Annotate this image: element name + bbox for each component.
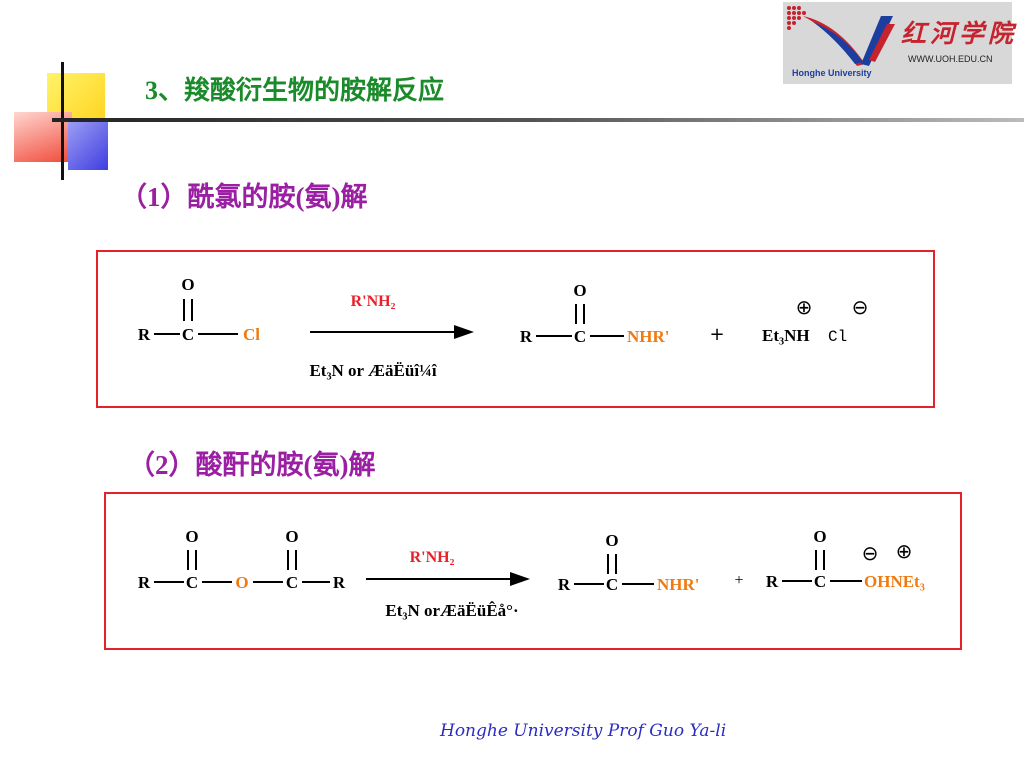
- reaction-1-box: O R C Cl R'NH₂ Et₃N or ÆäËüî¼î O R C NHR…: [96, 250, 935, 408]
- r1-reagent-below: Et₃N or ÆäËüî¼î: [309, 361, 437, 380]
- logo-red-wing: [869, 24, 895, 62]
- r2-arrow-head: [510, 572, 530, 586]
- r2-salt-ohnet3: OHNEt₃: [864, 572, 925, 591]
- r2-reactant-c2: C: [286, 573, 298, 592]
- footer-credit: Honghe University Prof Guo Ya-li: [440, 721, 727, 741]
- reaction-1-scheme: O R C Cl R'NH₂ Et₃N or ÆäËüî¼î O R C NHR…: [138, 275, 869, 380]
- r2-plus: +: [734, 572, 743, 589]
- r2-reactant-r1: R: [138, 573, 151, 592]
- reaction-2-scheme: O O R C O C R R'NH₂ Et₃N orÆäËüÊå°· O R …: [138, 527, 925, 620]
- r2-product-o: O: [605, 531, 618, 550]
- r1-positive-charge: ⊕: [796, 295, 813, 319]
- r1-salt-anion: Cl: [828, 328, 847, 346]
- r1-salt-cation: Et₃NH: [762, 326, 810, 345]
- r1-negative-charge: ⊖: [852, 295, 869, 319]
- r2-product-r: R: [558, 575, 571, 594]
- logo-emblem: [787, 6, 895, 66]
- r1-plus: +: [709, 324, 724, 345]
- section-1-heading: （1）酰氯的胺(氨)解: [120, 182, 368, 212]
- r2-reactant-o2: O: [285, 527, 298, 546]
- logo-blue-wing: [861, 16, 893, 66]
- section-2-heading: （2）酸酐的胺(氨)解: [128, 450, 376, 480]
- title-underline: [52, 118, 1024, 122]
- logo-chinese-name: 红河学院: [901, 21, 1018, 48]
- r1-product-o: O: [573, 281, 586, 300]
- logo-dots: [787, 6, 806, 30]
- r2-salt-o: O: [813, 527, 826, 546]
- slide-title: 3、羧酸衍生物的胺解反应: [145, 76, 445, 105]
- r2-positive-charge: ⊕: [896, 539, 913, 563]
- r1-reactant-c: C: [182, 325, 194, 344]
- r1-reactant-r: R: [138, 325, 151, 344]
- r2-negative-charge: ⊖: [862, 541, 879, 565]
- r1-product-c: C: [574, 327, 586, 346]
- r1-product-r: R: [520, 327, 533, 346]
- r2-reactant-r2: R: [333, 573, 346, 592]
- r1-reagent-above: R'NH₂: [351, 293, 396, 310]
- r2-product-c: C: [606, 575, 618, 594]
- r2-reactant-c1: C: [186, 573, 198, 592]
- university-logo: 红河学院 WWW.UOH.EDU.CN Honghe University: [783, 2, 1013, 84]
- logo-english-name: Honghe University: [792, 68, 872, 78]
- r2-product-nhr: NHR': [657, 575, 700, 594]
- logo-blue-swoosh: [813, 22, 863, 64]
- reaction-2-box: O O R C O C R R'NH₂ Et₃N orÆäËüÊå°· O R …: [104, 492, 962, 650]
- r2-salt-r: R: [766, 572, 779, 591]
- r1-product-nhr: NHR': [627, 327, 670, 346]
- r2-salt-c: C: [814, 572, 826, 591]
- r2-reagent-below: Et₃N orÆäËüÊå°·: [385, 601, 518, 620]
- r2-reagent-above: R'NH₂: [410, 549, 455, 566]
- r1-reactant-cl: Cl: [243, 325, 260, 344]
- r2-reactant-o1: O: [185, 527, 198, 546]
- r2-reactant-o-bridge: O: [235, 573, 248, 592]
- logo-url: WWW.UOH.EDU.CN: [908, 54, 993, 64]
- deco-blue-square: [68, 122, 108, 170]
- r1-reactant-o: O: [181, 275, 194, 294]
- r1-arrow-head: [454, 325, 474, 339]
